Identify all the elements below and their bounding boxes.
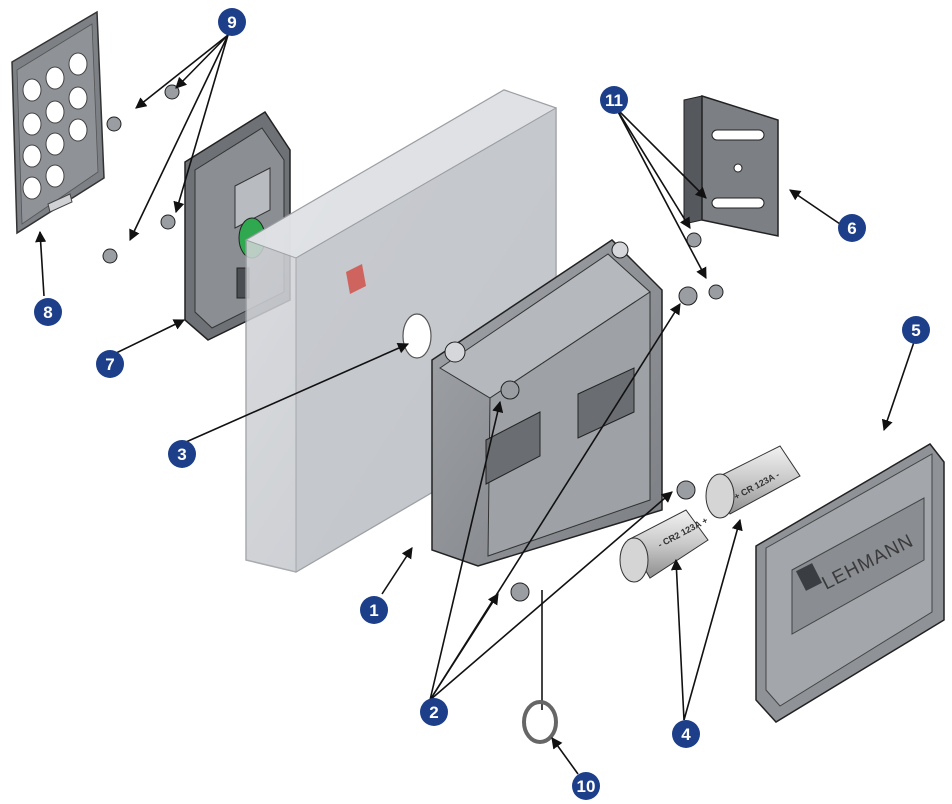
key-ring	[522, 590, 558, 744]
callout-3: 3	[168, 440, 196, 468]
callout-2: 2	[420, 698, 448, 726]
svg-text:1: 1	[369, 601, 378, 620]
strike-bracket	[683, 94, 779, 237]
callout-11: 11	[600, 86, 628, 114]
callout-7: 7	[96, 350, 124, 378]
svg-text:4: 4	[681, 725, 691, 744]
svg-text:11: 11	[605, 91, 623, 110]
keypad-cover	[11, 10, 105, 235]
svg-text:3: 3	[177, 445, 186, 464]
callout-8: 8	[34, 298, 62, 326]
callout-1: 1	[360, 596, 388, 624]
svg-text:7: 7	[105, 355, 114, 374]
leader-lines	[35, 34, 915, 775]
callout-5: 5	[902, 316, 930, 344]
lock-body	[431, 239, 663, 567]
callout-9: 9	[218, 8, 246, 36]
callout-10: 10	[572, 772, 600, 800]
battery-cover: LEHMANN	[755, 443, 945, 723]
svg-text:6: 6	[847, 219, 856, 238]
svg-text:9: 9	[227, 13, 236, 32]
screw-set	[102, 84, 724, 602]
svg-text:10: 10	[577, 777, 596, 796]
battery-left: - CR2 123A +	[619, 509, 709, 583]
svg-text:8: 8	[43, 303, 52, 322]
battery-right: + CR 123A -	[705, 445, 801, 519]
callout-6: 6	[838, 214, 866, 242]
svg-text:2: 2	[429, 703, 438, 722]
svg-text:5: 5	[911, 321, 920, 340]
callout-4: 4	[672, 720, 700, 748]
